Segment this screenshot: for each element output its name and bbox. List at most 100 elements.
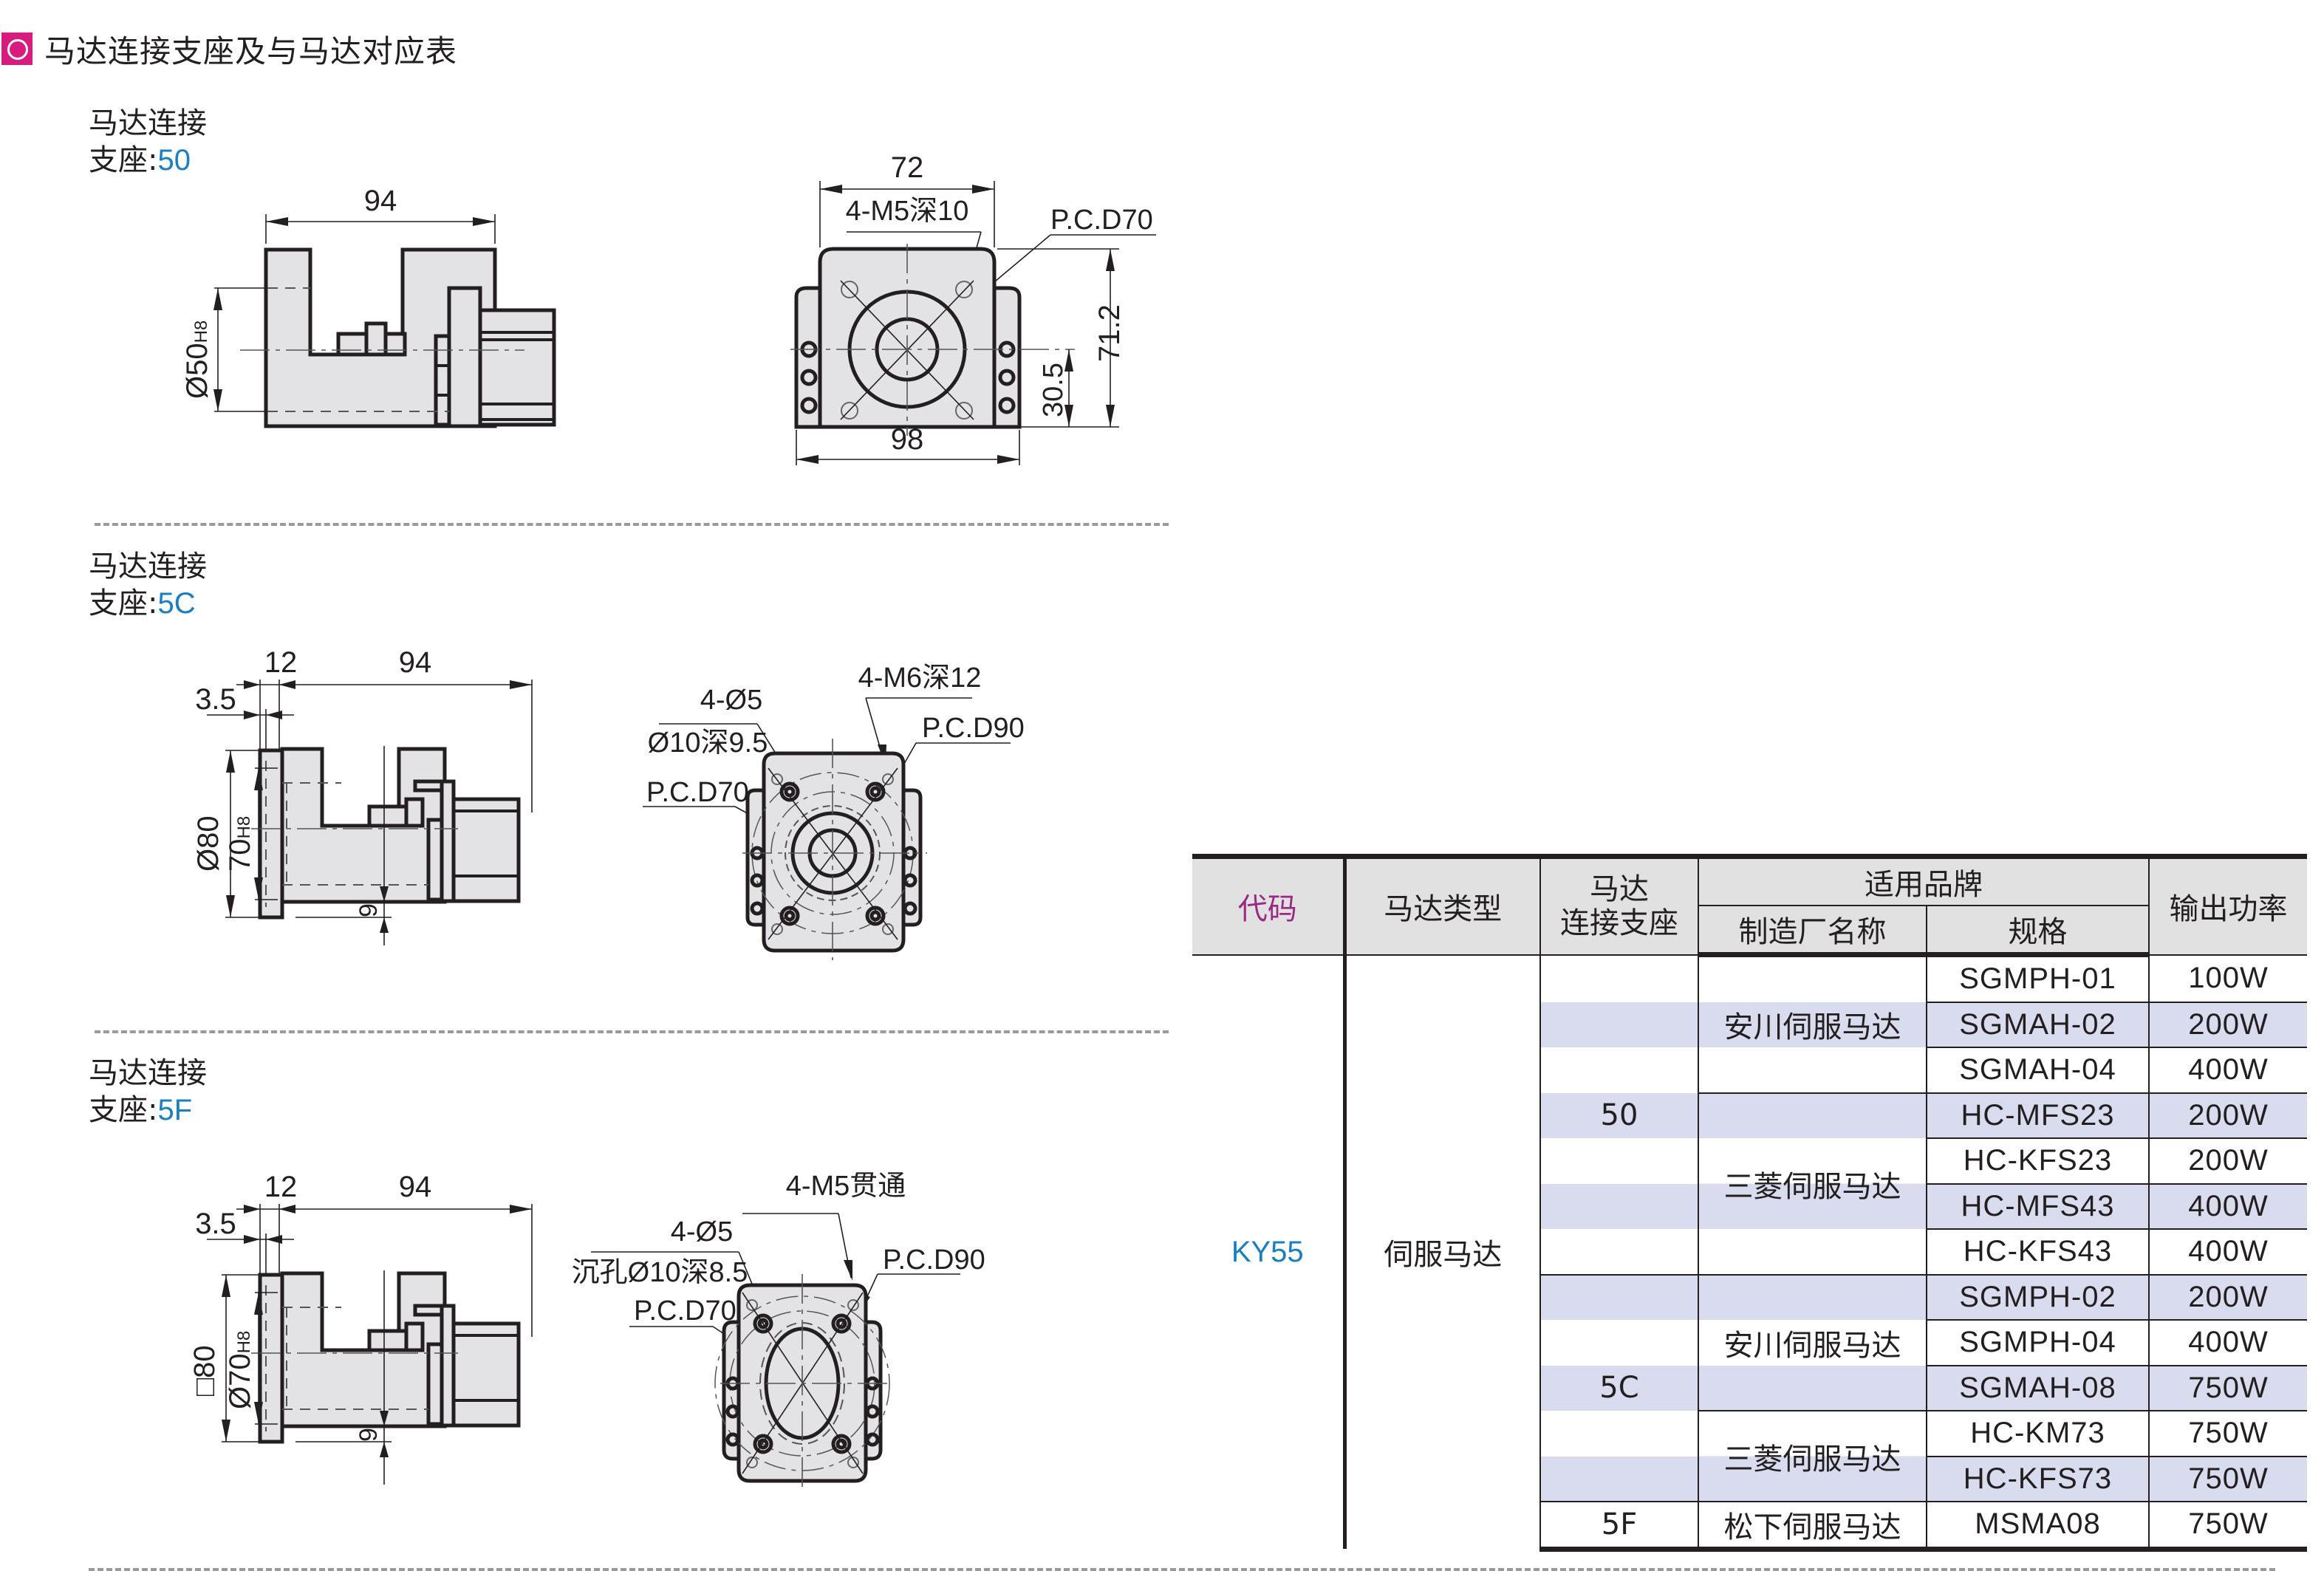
section-label-line2: 支座:5C [89, 586, 196, 620]
cell-spec: SGMPH-02 [1926, 1274, 2150, 1321]
cell-maker: 松下伺服马达 [1698, 1502, 1927, 1552]
section-label-line2: 支座:5F [89, 1093, 193, 1127]
dim-bore: Ø50H8 [181, 321, 213, 399]
cell-bracket: 5C [1539, 1365, 1699, 1411]
cell-motor-type: 伺服马达 [1344, 954, 1541, 1549]
dim-outer: Ø80 [192, 815, 225, 872]
cell-power: 750W [2148, 1502, 2307, 1552]
table-row: 5F 松下伺服马达 MSMA08 750W [1192, 1502, 2307, 1552]
cell-spec: HC-KFS43 [1926, 1229, 2150, 1276]
table-subheader-row: 制造厂名称 规格 [1192, 905, 2307, 957]
header-maker: 制造厂名称 [1698, 905, 1927, 957]
cell-bracket [1539, 1274, 1699, 1320]
cell-bracket [1539, 1229, 1699, 1276]
page-header: 马达连接支座及与马达对应表 [1, 30, 457, 69]
cell-bracket [1539, 1138, 1699, 1184]
cell-bracket [1539, 1411, 1699, 1457]
cell-bracket [1539, 1047, 1699, 1093]
label-pcd-inner: P.C.D70 [634, 1296, 736, 1327]
dim-bottom-width: 98 [891, 423, 924, 456]
cell-power: 200W [2148, 1092, 2307, 1139]
page-bottom-divider [89, 1568, 2275, 1571]
side-view-drawing-5C: 12 94 3.5 Ø80 70H8 9 [192, 646, 533, 945]
dim-recess: 3.5 [195, 683, 236, 716]
front-view-drawing-50: 72 4-M5深10 P.C.D70 98 71.2 30.5 [790, 151, 1156, 465]
cell-power: 400W [2148, 1320, 2307, 1366]
circle-marker-icon [1, 32, 33, 65]
cell-bracket: 5F [1539, 1502, 1699, 1552]
label-pcd-outer: P.C.D90 [883, 1245, 985, 1276]
front-view-drawing-5C: 4-Ø5 Ø10深9.5 P.C.D70 4-M6深12 P.C.D90 [643, 663, 1025, 960]
dim-bore: 70H8 [224, 816, 256, 872]
dim-flange-thk: 12 [264, 1171, 298, 1203]
section-label-5C: 马达连接 支座:5C [89, 548, 207, 622]
dim-width: 94 [364, 185, 397, 217]
motor-compatibility-table: 代码 马达类型 马达连接支座 适用品牌 输出功率 制造厂名称 规格 KY55 伺… [1192, 854, 2307, 1552]
cell-spec: SGMAH-04 [1926, 1047, 2150, 1094]
cell-bracket [1539, 1456, 1699, 1502]
cell-spec: SGMAH-02 [1926, 1002, 2150, 1048]
label-pcd: P.C.D70 [1050, 205, 1153, 236]
cell-spec: SGMAH-08 [1926, 1365, 2150, 1411]
cell-bracket [1539, 1183, 1699, 1229]
label-pcd-outer: P.C.D90 [922, 713, 1025, 744]
bracket-code: 5C [157, 587, 196, 620]
label-holes: 4-Ø5 [700, 685, 762, 716]
header-spec: 规格 [1926, 905, 2150, 957]
cell-power: 400W [2148, 1229, 2307, 1276]
section-label-line1: 马达连接 [89, 106, 207, 140]
table-row: 三菱伺服马达 HC-KM73 750W [1192, 1411, 2307, 1502]
cell-maker: 安川伺服马达 [1698, 1002, 1927, 1047]
side-view-drawing-5F: 12 94 3.5 □80 Ø70H8 9 [188, 1171, 533, 1485]
section-divider [95, 1030, 1169, 1033]
cell-power: 750W [2148, 1456, 2307, 1502]
table-row: KY55 伺服马达 SGMPH-01 100W [1192, 954, 2307, 1549]
cell-bracket [1539, 954, 1699, 1002]
label-tap-holes: 4-M6深12 [858, 663, 982, 694]
label-tap-holes: 4-M5深10 [846, 196, 969, 227]
cell-spec: HC-KFS73 [1926, 1456, 2150, 1502]
header-bracket: 马达连接支座 [1539, 854, 1699, 956]
cell-maker: 安川伺服马达 [1698, 1320, 1927, 1366]
section-label-line1: 马达连接 [89, 550, 207, 583]
cell-maker [1698, 1229, 1927, 1276]
header-brand: 适用品牌 [1698, 854, 2150, 906]
cell-maker: 三菱伺服马达 [1698, 1411, 1927, 1502]
header-power: 输出功率 [2148, 854, 2307, 956]
cell-bracket: 50 [1539, 1092, 1699, 1138]
cell-maker: 三菱伺服马达 [1698, 1138, 1927, 1229]
dim-recess: 3.5 [195, 1208, 236, 1240]
cell-power: 400W [2148, 1047, 2307, 1094]
label-counterbore: 沉孔Ø10深8.5 [572, 1257, 748, 1288]
label-tap-holes: 4-M5贯通 [786, 1171, 906, 1202]
front-view-drawing-5F: 4-M5贯通 4-Ø5 沉孔Ø10深8.5 P.C.D70 P.C.D90 [572, 1171, 985, 1492]
section-label-line2: 支座:50 [89, 143, 191, 177]
section-divider [95, 523, 1169, 526]
cell-spec: SGMPH-01 [1926, 954, 2150, 1003]
section-label-5F: 马达连接 支座:5F [89, 1055, 207, 1129]
cell-bracket [1539, 1002, 1699, 1047]
cell-power: 200W [2148, 1138, 2307, 1185]
cell-spec: HC-MFS43 [1926, 1183, 2150, 1230]
cell-power: 400W [2148, 1183, 2307, 1230]
table-row: 5C SGMAH-08 750W [1192, 1365, 2307, 1411]
cell-spec: SGMPH-04 [1926, 1320, 2150, 1366]
label-pcd-inner: P.C.D70 [646, 777, 749, 808]
dim-width: 94 [399, 646, 432, 679]
cell-power: 200W [2148, 1274, 2307, 1321]
cell-code: KY55 [1192, 954, 1347, 1549]
cell-power: 750W [2148, 1365, 2307, 1411]
side-view-drawing-50: 94 Ø50H8 [181, 185, 556, 428]
cell-maker [1698, 1092, 1927, 1138]
page-title: 马达连接支座及与马达对应表 [44, 32, 458, 69]
cell-spec: HC-MFS23 [1926, 1092, 2150, 1139]
cell-power: 200W [2148, 1002, 2307, 1048]
bracket-code: 5F [157, 1094, 193, 1126]
section-label-line1: 马达连接 [89, 1056, 207, 1090]
table-row: 安川伺服马达 SGMPH-04 400W [1192, 1320, 2307, 1366]
table-row: 三菱伺服马达 HC-KFS23 200W [1192, 1138, 2307, 1229]
dim-offset: 9 [355, 903, 383, 917]
bracket-code: 50 [157, 144, 191, 177]
header-code: 代码 [1192, 854, 1347, 956]
cell-bracket [1539, 1320, 1699, 1366]
